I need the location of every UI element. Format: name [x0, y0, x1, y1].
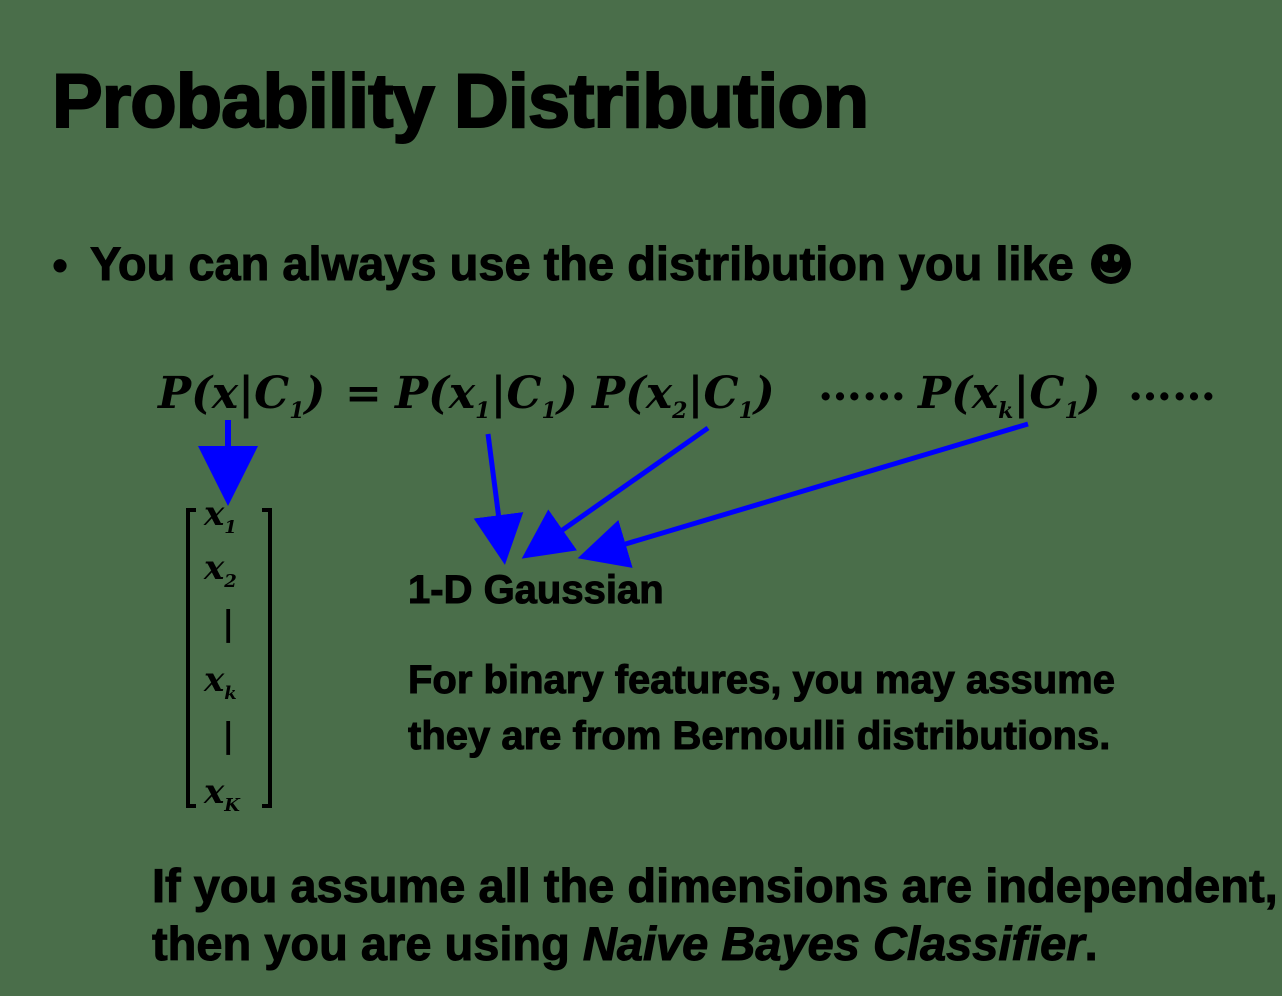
smiley-face-icon [1090, 244, 1131, 284]
equation-lhs: P(x|C1) [158, 368, 326, 424]
vector-entry-K: xK [204, 772, 240, 816]
bullet-text: You can always use the distribution you … [90, 236, 1131, 291]
equation-term-2: P(x2|C1) [592, 368, 775, 424]
equation-equals: = [345, 368, 382, 419]
conclusion-line-2: then you are using Naive Bayes Classifie… [152, 917, 1099, 971]
equation-term-k: P(xk|C1) [918, 368, 1101, 424]
equation-term-1: P(x1|C1) [395, 368, 578, 424]
naive-bayes-emphasis: Naive Bayes Classifier [582, 917, 1085, 971]
page-title: Probability Distribution [51, 58, 870, 145]
bullet-text-label: You can always use the distribution you … [90, 237, 1075, 291]
vector-entry-2: x2 [204, 548, 237, 592]
equation-ellipsis-1: …… [818, 360, 906, 411]
vector-entry-k: xk [204, 660, 237, 704]
equation-ellipsis-2: …… [1128, 360, 1216, 411]
vector-ellipsis-1: | [222, 604, 235, 644]
gaussian-label: 1-D Gaussian [408, 568, 665, 613]
vector-right-bracket [262, 508, 272, 808]
arrow-x1-to-gaussian [473, 433, 524, 565]
conclusion-line-1: If you assume all the dimensions are ind… [152, 859, 1279, 913]
arrow-xk-to-gaussian [577, 421, 1029, 568]
arrow-x2-to-gaussian [521, 425, 710, 559]
binary-note-line-2: they are from Bernoulli distributions. [407, 714, 1111, 759]
binary-note-line-1: For binary features, you may assume [408, 658, 1116, 703]
bullet-marker: • [52, 239, 69, 291]
vector-ellipsis-2: | [222, 716, 235, 756]
vector-left-bracket [186, 508, 196, 808]
